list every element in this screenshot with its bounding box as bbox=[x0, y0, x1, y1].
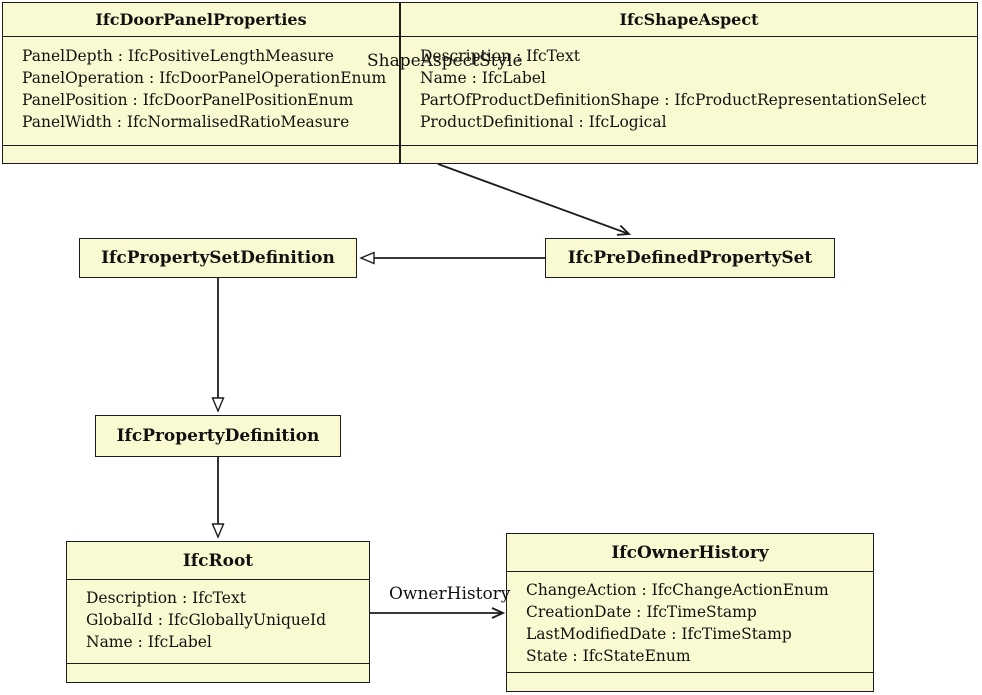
attribute-line: PanelOperation : IfcDoorPanelOperationEn… bbox=[22, 69, 387, 87]
operations-compartment-empty bbox=[67, 663, 369, 681]
attribute-line: PartOfProductDefinitionShape : IfcProduc… bbox=[420, 91, 927, 109]
attribute-line: Description : IfcText bbox=[86, 589, 246, 607]
attribute-line: PanelWidth : IfcNormalisedRatioMeasure bbox=[22, 113, 350, 131]
attribute-line: PanelDepth : IfcPositiveLengthMeasure bbox=[22, 47, 334, 65]
edge-label-ownerhistory: OwnerHistory bbox=[389, 584, 511, 604]
class-node-ifcownerhistory[interactable]: IfcOwnerHistory ChangeAction : IfcChange… bbox=[506, 533, 874, 692]
attribute-compartment: PanelDepth : IfcPositiveLengthMeasure Pa… bbox=[3, 36, 399, 145]
attribute-line: ProductDefinitional : IfcLogical bbox=[420, 113, 667, 131]
class-node-ifcpredefinedpropertyset[interactable]: IfcPreDefinedPropertySet bbox=[545, 238, 835, 278]
attribute-line: Name : IfcLabel bbox=[86, 633, 212, 651]
attribute-line: Name : IfcLabel bbox=[420, 69, 546, 87]
edge-shapeaspectstyle-association bbox=[437, 163, 632, 236]
attribute-line: ChangeAction : IfcChangeActionEnum bbox=[526, 581, 829, 599]
class-node-ifcpropertydefinition[interactable]: IfcPropertyDefinition bbox=[95, 415, 341, 457]
attribute-line: State : IfcStateEnum bbox=[526, 647, 691, 665]
class-node-ifcpropertysetdefinition[interactable]: IfcPropertySetDefinition bbox=[79, 238, 357, 278]
attribute-compartment: ChangeAction : IfcChangeActionEnum Creat… bbox=[507, 571, 873, 672]
attribute-line: PanelPosition : IfcDoorPanelPositionEnum bbox=[22, 91, 354, 109]
attribute-compartment: Description : IfcText GlobalId : IfcGlob… bbox=[67, 579, 369, 663]
class-node-ifcshapeaspect[interactable]: IfcShapeAspect Description : IfcText Nam… bbox=[400, 2, 978, 164]
class-title: IfcRoot bbox=[182, 550, 254, 571]
attribute-line: LastModifiedDate : IfcTimeStamp bbox=[526, 625, 792, 643]
edge-label-shapeaspectstyle: ShapeAspectStyle bbox=[367, 51, 523, 71]
class-title: IfcShapeAspect bbox=[619, 10, 759, 29]
attribute-compartment: Description : IfcText Name : IfcLabel Pa… bbox=[401, 36, 977, 145]
class-title: IfcDoorPanelProperties bbox=[95, 10, 307, 29]
attribute-line: CreationDate : IfcTimeStamp bbox=[526, 603, 757, 621]
class-title: IfcOwnerHistory bbox=[611, 542, 769, 563]
attribute-line: Description : IfcText bbox=[420, 47, 580, 65]
attribute-line: GlobalId : IfcGloballyUniqueId bbox=[86, 611, 327, 629]
class-node-ifcroot[interactable]: IfcRoot Description : IfcText GlobalId :… bbox=[66, 541, 370, 683]
operations-compartment-empty bbox=[507, 672, 873, 690]
class-node-ifcdoorpanelproperties[interactable]: IfcDoorPanelProperties PanelDepth : IfcP… bbox=[2, 2, 400, 164]
operations-compartment-empty bbox=[401, 145, 977, 162]
operations-compartment-empty bbox=[3, 145, 399, 162]
